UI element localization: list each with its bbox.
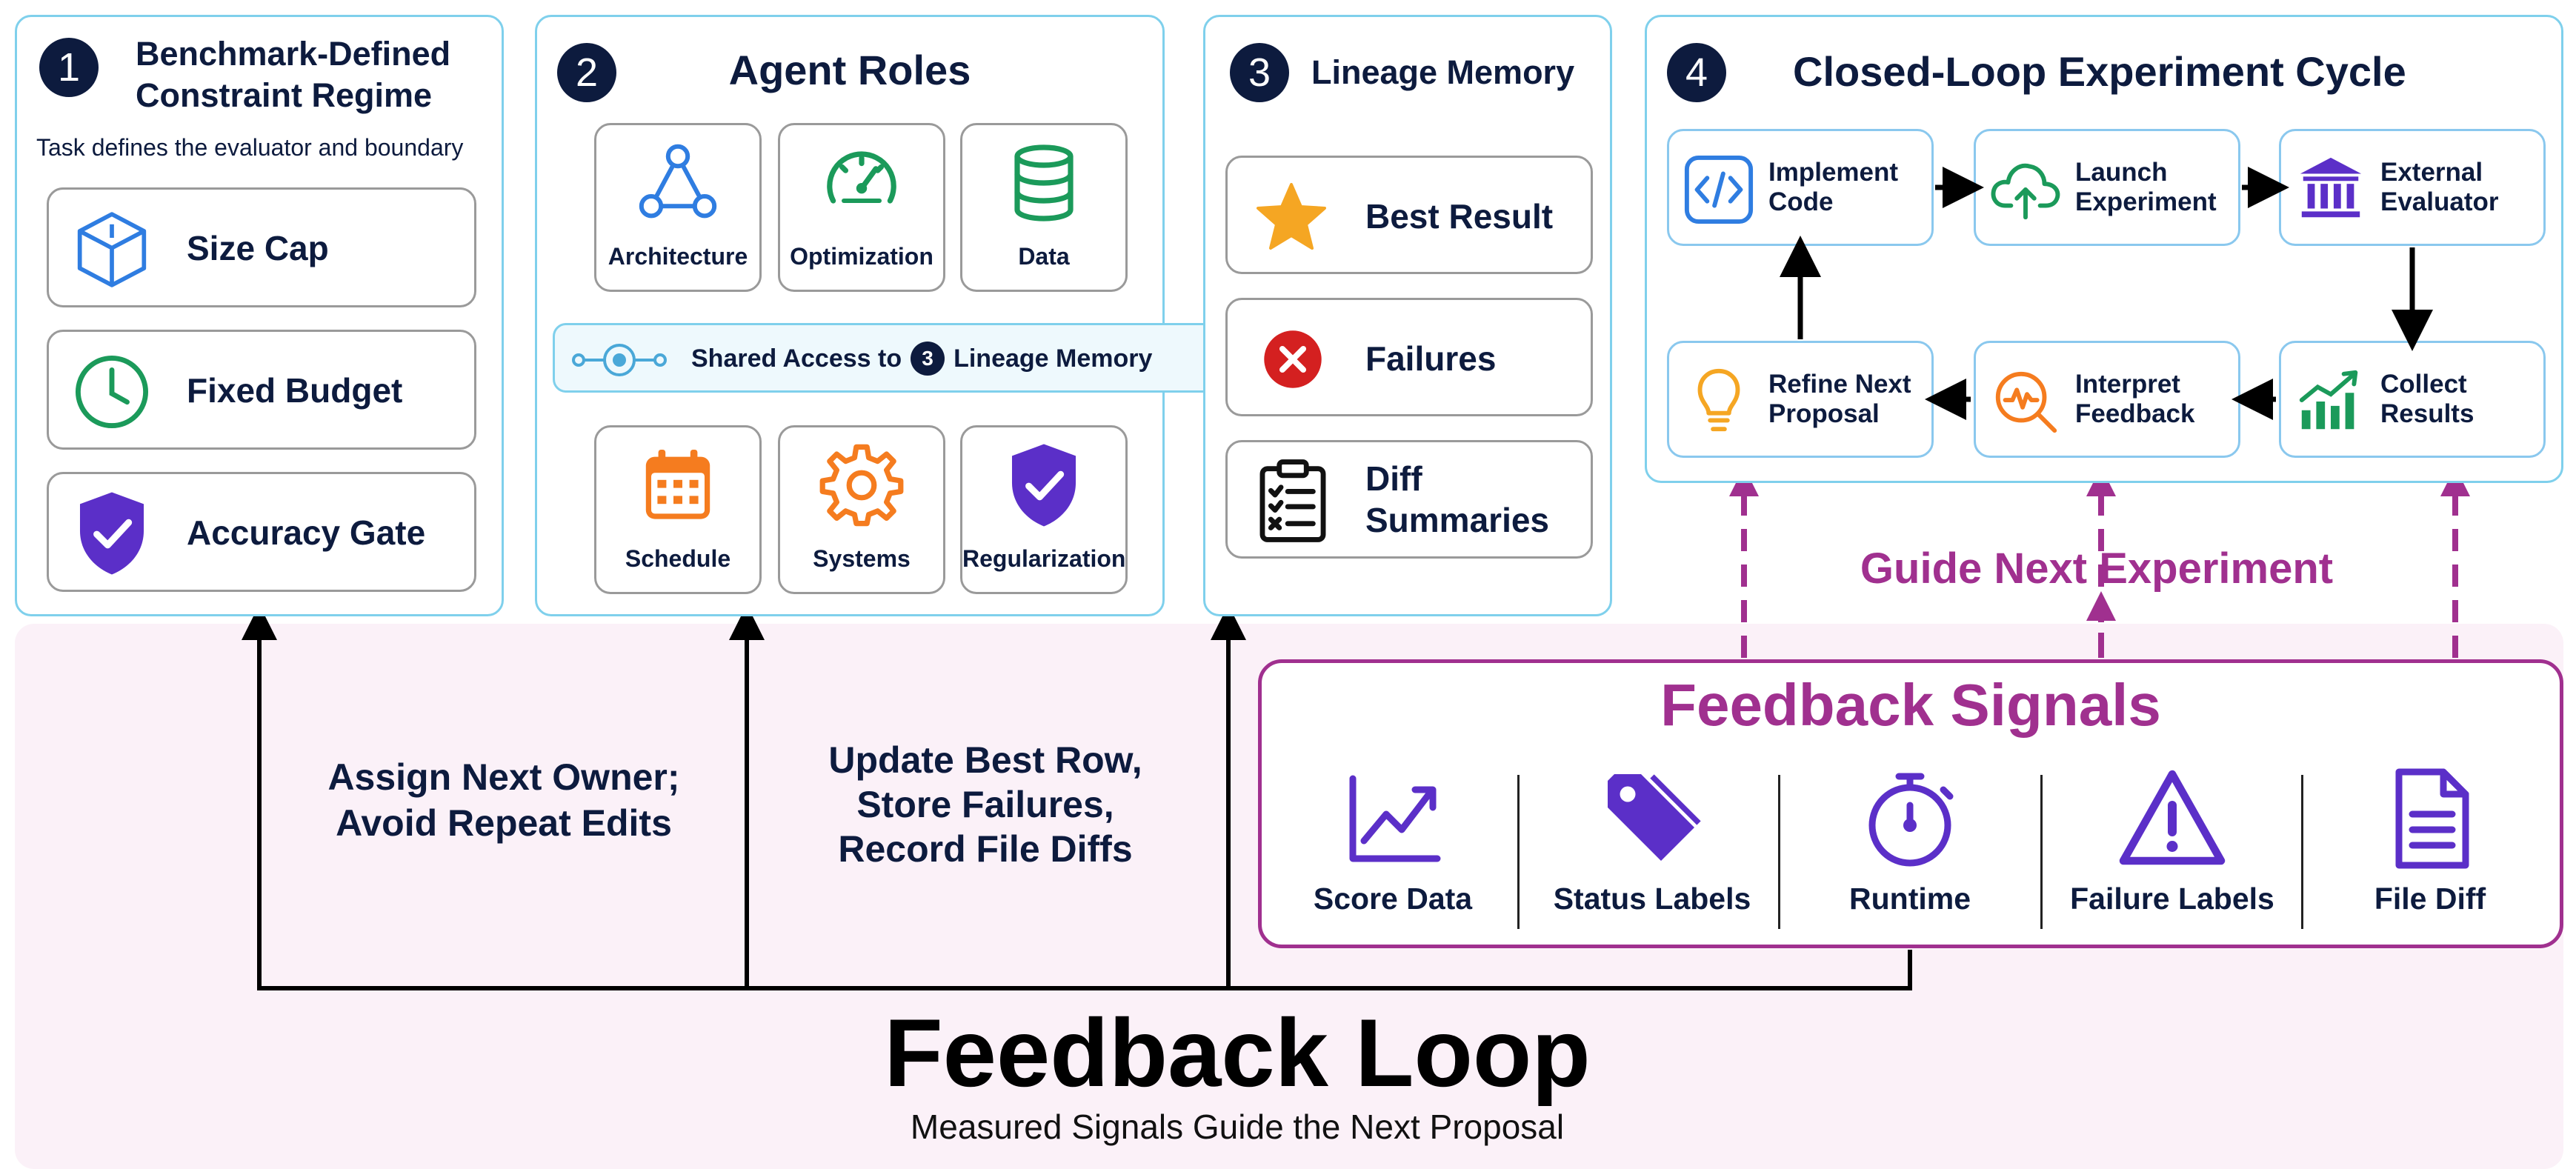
role-label: Architecture — [608, 243, 748, 270]
signal-failure-labels: Failure Labels — [2061, 763, 2283, 926]
shared-access-prefix: Shared Access to — [691, 344, 902, 373]
role-label: Optimization — [790, 243, 933, 270]
update-memory-label: Update Best Row,Store Failures,Record Fi… — [828, 739, 1142, 870]
speedometer-icon — [827, 151, 896, 204]
shared-access-bar: Shared Access to 3 Lineage Memory — [553, 323, 1242, 393]
signal-divider — [2040, 775, 2043, 929]
assign-owner-label: Assign Next Owner;Avoid Repeat Edits — [327, 756, 680, 844]
role-label: Systems — [813, 545, 911, 572]
x-circle-icon — [1264, 330, 1322, 388]
diff-summaries-line1: Diff — [1365, 459, 1422, 498]
accuracy-gate-card: Accuracy Gate — [47, 472, 476, 592]
role-systems[interactable]: Systems — [778, 425, 945, 594]
signal-status-labels: Status Labels — [1541, 763, 1763, 926]
signal-divider — [1778, 775, 1780, 929]
panel-title: Closed-Loop Experiment Cycle — [1793, 48, 2406, 95]
size-cap-label: Size Cap — [187, 229, 329, 267]
network-triangle-icon — [639, 144, 717, 219]
panel-title-line2: Constraint Regime — [136, 76, 433, 114]
feedback-loop-lines — [242, 605, 1912, 990]
shield-check-icon — [79, 492, 144, 575]
gear-icon — [819, 444, 904, 527]
panel-title: Lineage Memory — [1311, 53, 1575, 91]
shield-check-icon — [1011, 444, 1076, 527]
signal-runtime: Runtime — [1799, 763, 2021, 926]
document-icon — [2395, 768, 2469, 869]
best-result-label: Best Result — [1365, 197, 1554, 236]
constraint-regime-panel: 1 Benchmark-Defined Constraint Regime Ta… — [15, 15, 504, 616]
signal-label: File Diff — [2374, 882, 2486, 916]
magnify-wave-icon — [1995, 371, 2057, 433]
star-icon — [1257, 183, 1326, 250]
role-label: Data — [1018, 243, 1070, 270]
tag-icon — [1608, 774, 1701, 861]
institution-icon — [2300, 157, 2362, 218]
signal-label: Runtime — [1849, 882, 1971, 916]
role-label: Schedule — [625, 545, 731, 572]
signal-file-diff: File Diff — [2319, 763, 2541, 926]
line-chart-icon — [1349, 775, 1441, 862]
signal-label: Failure Labels — [2070, 882, 2274, 916]
panel-subtitle: Task defines the evaluator and boundary — [36, 134, 464, 161]
shared-access-suffix: Lineage Memory — [953, 344, 1153, 373]
role-label: Regularization — [962, 545, 1126, 572]
signal-divider — [1517, 775, 1520, 929]
code-icon — [1684, 155, 1754, 224]
diff-summaries-card[interactable]: Diff Summaries — [1225, 440, 1593, 559]
signal-divider — [2301, 775, 2303, 929]
failures-card[interactable]: Failures — [1225, 298, 1593, 416]
clock-icon — [75, 355, 149, 429]
feedback-loop-title: Feedback Loop — [884, 999, 1591, 1107]
accuracy-gate-label: Accuracy Gate — [187, 513, 426, 552]
warning-icon — [2119, 770, 2226, 865]
calendar-icon — [645, 450, 710, 519]
best-result-card[interactable]: Best Result — [1225, 156, 1593, 274]
panel-title: Agent Roles — [728, 47, 971, 93]
role-schedule[interactable]: Schedule — [594, 425, 762, 594]
feedback-signals-title: Feedback Signals — [1660, 672, 2161, 738]
stopwatch-icon — [1868, 773, 1954, 867]
clipboard-checklist-icon — [1259, 459, 1326, 542]
role-regularization[interactable]: Regularization — [960, 425, 1128, 594]
role-architecture[interactable]: Architecture — [594, 123, 762, 292]
bar-chart-icon — [2299, 370, 2358, 430]
fixed-budget-label: Fixed Budget — [187, 371, 403, 410]
panel-number: 2 — [557, 43, 616, 102]
role-data[interactable]: Data — [960, 123, 1128, 292]
cube-icon — [77, 212, 147, 287]
database-icon — [1014, 144, 1074, 222]
feedback-loop-subtitle: Measured Signals Guide the Next Proposal — [910, 1108, 1565, 1146]
panel-title-line1: Benchmark-Defined — [136, 35, 451, 73]
lineage-number-badge: 3 — [911, 342, 945, 376]
lightbulb-icon — [1697, 368, 1740, 432]
panel-number: 4 — [1667, 43, 1726, 102]
diff-summaries-line2: Summaries — [1365, 501, 1550, 539]
signal-label: Score Data — [1313, 882, 1473, 916]
cloud-upload-icon — [1991, 163, 2060, 220]
fixed-budget-card: Fixed Budget — [47, 330, 476, 450]
failures-label: Failures — [1365, 339, 1497, 378]
role-optimization[interactable]: Optimization — [778, 123, 945, 292]
panel-number: 3 — [1230, 43, 1289, 102]
memory-node-icon — [572, 344, 667, 376]
guide-arrows — [1729, 467, 2470, 658]
guide-next-experiment-label: Guide Next Experiment — [1860, 544, 2334, 593]
size-cap-card: Size Cap — [47, 187, 476, 307]
shared-access-text: Shared Access to 3 Lineage Memory — [691, 342, 1152, 376]
signal-score-data: Score Data — [1282, 763, 1504, 926]
panel-number: 1 — [39, 38, 99, 97]
signal-label: Status Labels — [1553, 882, 1751, 916]
